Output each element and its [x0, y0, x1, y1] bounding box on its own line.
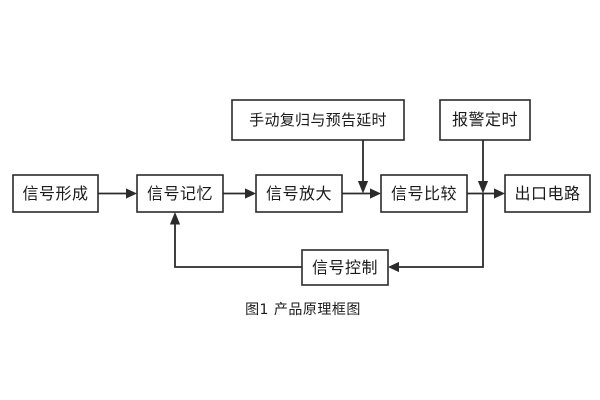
node-label-signal-memory: 信号记忆: [147, 184, 213, 203]
node-output-circuit[interactable]: 出口电路: [504, 174, 591, 213]
edge-compare-to-control: [388, 193, 484, 273]
edge-formation-to-memory: [98, 188, 137, 199]
edge-control-to-memory: [169, 212, 302, 268]
node-label-signal-amplify: 信号放大: [266, 184, 332, 203]
node-label-output-circuit: 出口电路: [514, 184, 580, 203]
node-alarm-timer[interactable]: 报警定时: [439, 99, 531, 141]
node-label-alarm-timer: 报警定时: [452, 110, 518, 129]
node-label-signal-compare: 信号比较: [391, 184, 457, 203]
edge-amplify-to-compare: [342, 188, 381, 199]
edge-layer: [98, 140, 505, 273]
edge-alarm-timer-to-line: [477, 140, 489, 194]
node-layer: 信号形成 信号记忆 信号放大 信号比较 出口电路 手动复归与预告延时: [12, 99, 591, 286]
node-label-manual-reset: 手动复归与预告延时: [249, 111, 387, 129]
node-label-signal-control: 信号控制: [312, 258, 378, 277]
edge-manual-reset-to-line: [357, 140, 369, 194]
node-signal-compare[interactable]: 信号比较: [380, 174, 468, 213]
edge-memory-to-amplify: [223, 188, 256, 199]
node-signal-memory[interactable]: 信号记忆: [136, 174, 224, 213]
edge-compare-to-output: [467, 188, 505, 199]
node-signal-amplify[interactable]: 信号放大: [255, 174, 343, 213]
node-signal-formation[interactable]: 信号形成: [12, 174, 99, 213]
figure-caption: 图1 产品原理框图: [245, 302, 361, 318]
node-signal-control[interactable]: 信号控制: [301, 249, 389, 286]
node-label-signal-formation: 信号形成: [22, 184, 88, 203]
node-manual-reset[interactable]: 手动复归与预告延时: [231, 99, 405, 141]
